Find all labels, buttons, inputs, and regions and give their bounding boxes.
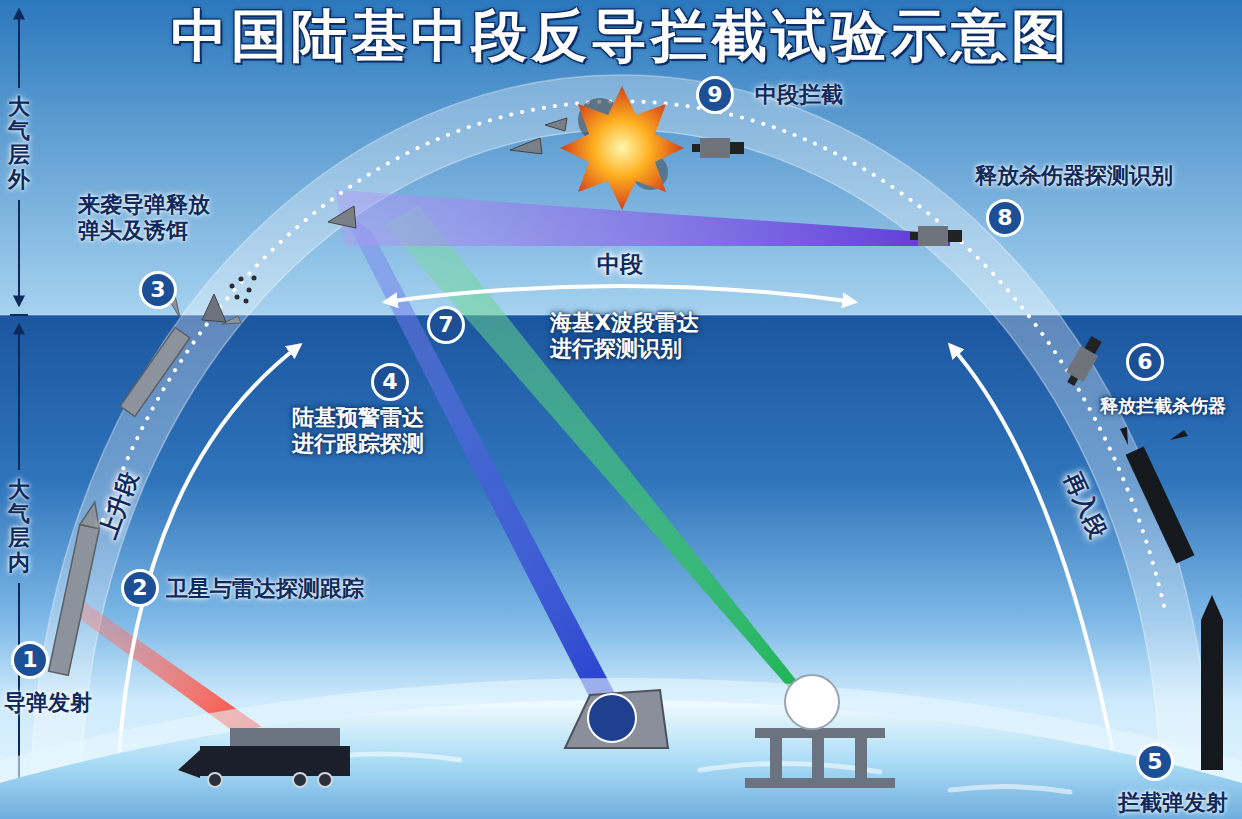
kv-part	[910, 232, 918, 240]
callout-number: 1	[11, 641, 49, 679]
kv-part	[730, 142, 744, 154]
step-node: 1导弹发射	[11, 641, 49, 679]
cloud-streak	[300, 754, 1070, 792]
decoy	[247, 288, 252, 293]
interceptor-missile	[1201, 595, 1223, 770]
callout-number: 6	[1126, 343, 1164, 381]
step-node: 5拦截弹发射	[1136, 743, 1174, 781]
diagram-title: 中国陆基中段反导拦截试验示意图	[171, 4, 1071, 68]
atmosphere-label: 大气层内	[8, 478, 30, 575]
kv-part	[948, 230, 962, 242]
stage-body	[1126, 446, 1195, 563]
radar-column	[770, 738, 782, 778]
decoy	[239, 277, 244, 282]
radar-platform	[745, 778, 895, 788]
explosion	[560, 86, 684, 210]
sky-outer	[0, 0, 1242, 315]
axis-tick	[10, 314, 28, 316]
kv-part	[692, 144, 700, 152]
truck-wheel	[293, 773, 307, 787]
axis-arrow	[18, 10, 20, 88]
radar-column	[812, 738, 824, 778]
radar-dome	[785, 675, 839, 729]
axis-arrow	[18, 200, 20, 305]
fairing-piece	[1170, 430, 1188, 440]
step-node: 9中段拦截	[696, 76, 734, 114]
truck-wheel	[318, 773, 332, 787]
early-warning-radar	[565, 690, 668, 748]
missile-body	[49, 525, 100, 676]
step-node: 7海基X波段雷达 进行探测识别	[427, 306, 465, 344]
radar-base	[565, 690, 668, 748]
radar-beam	[385, 205, 812, 700]
kill-vehicle	[1062, 334, 1105, 389]
callout-number: 7	[427, 306, 465, 344]
sensor-beam	[335, 190, 950, 246]
missile-body	[1201, 620, 1223, 770]
warhead	[328, 206, 356, 228]
step-label: 中段拦截	[755, 82, 843, 108]
radar-column	[855, 738, 867, 778]
step-node: 6释放拦截杀伤器	[1126, 343, 1164, 381]
callout-number: 8	[986, 199, 1024, 237]
step-label: 来袭导弹释放 弹头及诱饵	[78, 192, 217, 245]
interceptor-stage	[1126, 446, 1195, 563]
callout-number: 2	[121, 569, 159, 607]
debris	[545, 118, 567, 131]
radar-dish	[588, 694, 636, 742]
earth-glow	[0, 678, 1242, 819]
kv-body	[700, 138, 730, 158]
step-label: 释放杀伤器探测识别	[975, 163, 1173, 189]
missile-stage	[120, 328, 190, 417]
phase-arrow	[385, 286, 855, 302]
warhead	[202, 294, 226, 322]
truck-box	[230, 728, 340, 748]
stage-body	[120, 328, 190, 417]
phase-label: 中段	[597, 251, 643, 277]
step-label: 卫星与雷达探测跟踪	[166, 576, 364, 602]
truck-cab	[178, 750, 200, 778]
axis-arrow	[18, 325, 20, 470]
trajectory-band	[31, 75, 1211, 819]
callout-number: 9	[696, 76, 734, 114]
kill-vehicle	[692, 138, 744, 158]
step-label: 释放拦截杀伤器	[1100, 395, 1226, 417]
fairing-piece	[1120, 427, 1128, 445]
truck-wheel	[208, 773, 222, 787]
decoy	[235, 295, 240, 300]
x-band-radar	[745, 675, 895, 788]
kv-part	[1084, 336, 1101, 354]
step-node: 3来袭导弹释放 弹头及诱饵	[139, 271, 177, 309]
kv-body	[918, 226, 948, 246]
step-label: 海基X波段雷达 进行探测识别	[550, 310, 711, 363]
step-node: 2卫星与雷达探测跟踪	[121, 569, 159, 607]
radar-deck	[755, 728, 885, 738]
decoy	[252, 276, 257, 281]
decoys	[230, 276, 257, 304]
missile-nose	[1201, 595, 1223, 620]
step-node: 4陆基预警雷达 进行跟踪探测	[371, 363, 409, 401]
decoy	[230, 284, 235, 289]
step-node: 8释放杀伤器探测识别	[986, 199, 1024, 237]
callout-number: 4	[371, 363, 409, 401]
step-label: 拦截弹发射	[1118, 790, 1228, 816]
step-label: 导弹发射	[4, 690, 92, 716]
decoy	[244, 299, 249, 304]
launcher-truck	[178, 728, 350, 787]
callout-number: 3	[139, 271, 177, 309]
kv-part	[1067, 375, 1078, 386]
debris	[510, 138, 542, 154]
atmosphere-label: 大气层外	[8, 95, 30, 192]
truck-body	[200, 746, 350, 776]
callout-number: 5	[1136, 743, 1174, 781]
step-label: 陆基预警雷达 进行跟踪探测	[292, 405, 431, 458]
kill-vehicle	[910, 226, 962, 246]
